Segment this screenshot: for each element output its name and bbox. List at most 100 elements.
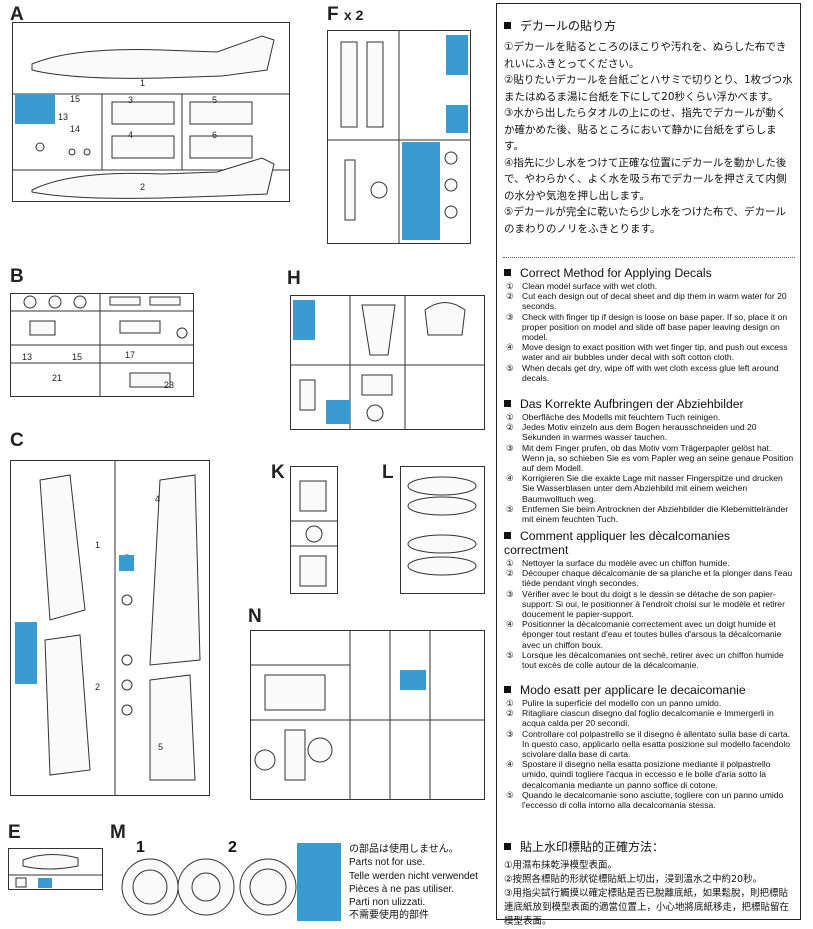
- step-text: Controllare col polpastrello se il diseg…: [522, 728, 791, 760]
- part-number: 15: [70, 94, 81, 104]
- part-number: 4: [155, 494, 161, 504]
- sprue-h-drawing: [290, 295, 485, 430]
- sprue-m-drawing: [121, 858, 297, 916]
- bullet-square: [504, 269, 511, 276]
- unused-parts-swatch: [297, 843, 341, 921]
- sprue-b-label: B: [10, 266, 24, 287]
- sprue-k-label: K: [271, 462, 285, 483]
- step-it: ① Pulire la superficie del modello con un…: [504, 698, 796, 708]
- sprue-f-multiplier: x 2: [343, 7, 364, 23]
- sprue-b-drawing: [10, 293, 194, 397]
- step-en: ④ Move design to exact position with wet …: [504, 342, 796, 362]
- step-zh: ①用濕布抹乾淨模型表面。: [504, 860, 618, 871]
- decal-instructions-panel: [496, 3, 801, 920]
- step-number: ②: [506, 291, 514, 302]
- sprue-l-label: L: [382, 462, 394, 483]
- sprue-f-letter: F: [327, 4, 339, 25]
- sprue-c-drawing: [39, 460, 201, 796]
- step-number: ④: [506, 342, 514, 353]
- bullet-square: [504, 400, 511, 407]
- step-number: ⑤: [506, 503, 514, 514]
- part-number: 1: [140, 78, 146, 88]
- bullet-square: [504, 22, 511, 29]
- sprue-h-label: H: [287, 268, 301, 289]
- sprue-a-drawing: [12, 35, 290, 199]
- sprue-c-frame: [10, 460, 210, 796]
- unused-parts-legend: の部品は使用しません。 Parts not for use. Telle wer…: [349, 843, 478, 923]
- part-number: 13: [22, 352, 33, 362]
- step-text: Jedes Motiv einzeln aus dem Bogen heraus…: [522, 422, 757, 443]
- instructions-de: Das Korrekte Aufbringen der Abziehbilder…: [504, 397, 796, 524]
- part-number: 5: [212, 95, 218, 105]
- step-text: Lorsque les dècalcomanies ont seché, ret…: [522, 649, 784, 671]
- step-number: ①: [506, 698, 514, 708]
- sprue-n-drawing: [250, 630, 485, 800]
- step-jp: ⑤デカールが完全に乾いたら少し水をつけた布で、デカールのまわりのノリをふきとりま…: [504, 206, 786, 235]
- sprue-l-frame: [400, 466, 485, 594]
- sprue-f-label: F x 2: [327, 4, 363, 26]
- wheel-1-label: 1: [136, 839, 145, 856]
- step-text: Nettoyer la surface du modèle avec un ch…: [522, 558, 730, 568]
- heading-de: Das Korrekte Aufbringen der Abziehbilder: [520, 397, 744, 411]
- sprue-a-frame: [12, 22, 290, 202]
- step-number: ③: [506, 588, 514, 599]
- part-number: 2: [140, 182, 146, 192]
- sprue-k-frame: [290, 466, 338, 594]
- step-text: Découper chaque décalcomanie de sa planc…: [522, 568, 793, 589]
- sprue-a-label: A: [10, 4, 24, 25]
- sprue-l-drawing: [407, 476, 477, 576]
- step-number: ④: [506, 759, 514, 770]
- legend-de: Telle werden nicht verwendet: [349, 870, 478, 882]
- step-text: Check with finger tip if design is loose…: [522, 311, 788, 343]
- sprue-a-unused-parts: [15, 94, 55, 124]
- step-text: Pulire la superficie del modello con un …: [522, 698, 722, 708]
- step-text: When decals get dry, wipe off with wet c…: [522, 362, 779, 383]
- step-text: Quando le decalcomanie sono asciutte, to…: [522, 789, 784, 811]
- sprue-e-frame: [8, 848, 103, 890]
- legend-jp: の部品は使用しません。: [349, 844, 459, 855]
- step-number: ⑤: [506, 649, 514, 660]
- step-text: Spostare il disegno nella esatta posizio…: [522, 759, 771, 790]
- part-number: 5: [158, 742, 164, 752]
- part-number: 6: [212, 130, 218, 140]
- part-number: 1: [95, 540, 101, 550]
- sprue-h-frame: [290, 295, 485, 430]
- heading-fr: Comment appliquer les dècalcomanies corr…: [504, 529, 731, 557]
- step-text: Cut each design out of decal sheet and d…: [522, 291, 787, 312]
- sprue-c-unused-b: [119, 555, 134, 571]
- bullet-square: [504, 532, 511, 539]
- part-number: 3: [128, 95, 134, 105]
- step-de: ② Jedes Motiv einzeln aus dem Bogen herau…: [504, 422, 796, 442]
- step-number: ④: [506, 619, 514, 630]
- step-number: ②: [506, 708, 514, 719]
- heading-it: Modo esatt per applicare le decaicomanie: [520, 683, 746, 697]
- sprue-h-unused-b: [326, 400, 350, 424]
- step-text: Korrigieren Sie die exakte Lage mit nass…: [522, 473, 783, 504]
- sprue-n-unused: [400, 670, 426, 690]
- sprue-c-unused-a: [15, 622, 37, 684]
- step-it: ④ Spostare il disegno nella esatta posizi…: [504, 759, 796, 790]
- step-jp: ①デカールを貼るところのほこりや汚れを、ぬらした布できれいにふきとってください。: [504, 41, 787, 70]
- step-text: Move design to exact position with wet f…: [522, 342, 788, 363]
- step-number: ②: [506, 422, 514, 433]
- step-fr: ⑤ Lorsque les dècalcomanies ont seché, re…: [504, 650, 796, 670]
- sprue-f-drawing: [327, 30, 471, 244]
- step-number: ③: [506, 442, 514, 453]
- step-number: ③: [506, 728, 514, 739]
- step-text: Oberfläche des Modells mit feuchtem Tuch…: [522, 412, 721, 422]
- part-number: 23: [164, 380, 175, 390]
- sprue-e-drawing: [8, 854, 103, 888]
- step-text: Positionner la dècalcomanie correctement…: [522, 619, 782, 650]
- sprue-k-drawing: [290, 480, 338, 587]
- sprue-n-label: N: [248, 606, 262, 627]
- step-zh: ②按照各標貼的形狀從標貼紙上切出，浸到溫水之中約20秒。: [504, 874, 763, 885]
- instructions-jp: デカールの貼り方 ①デカールを貼るところのほこりや汚れを、ぬらした布できれいにふ…: [504, 17, 796, 237]
